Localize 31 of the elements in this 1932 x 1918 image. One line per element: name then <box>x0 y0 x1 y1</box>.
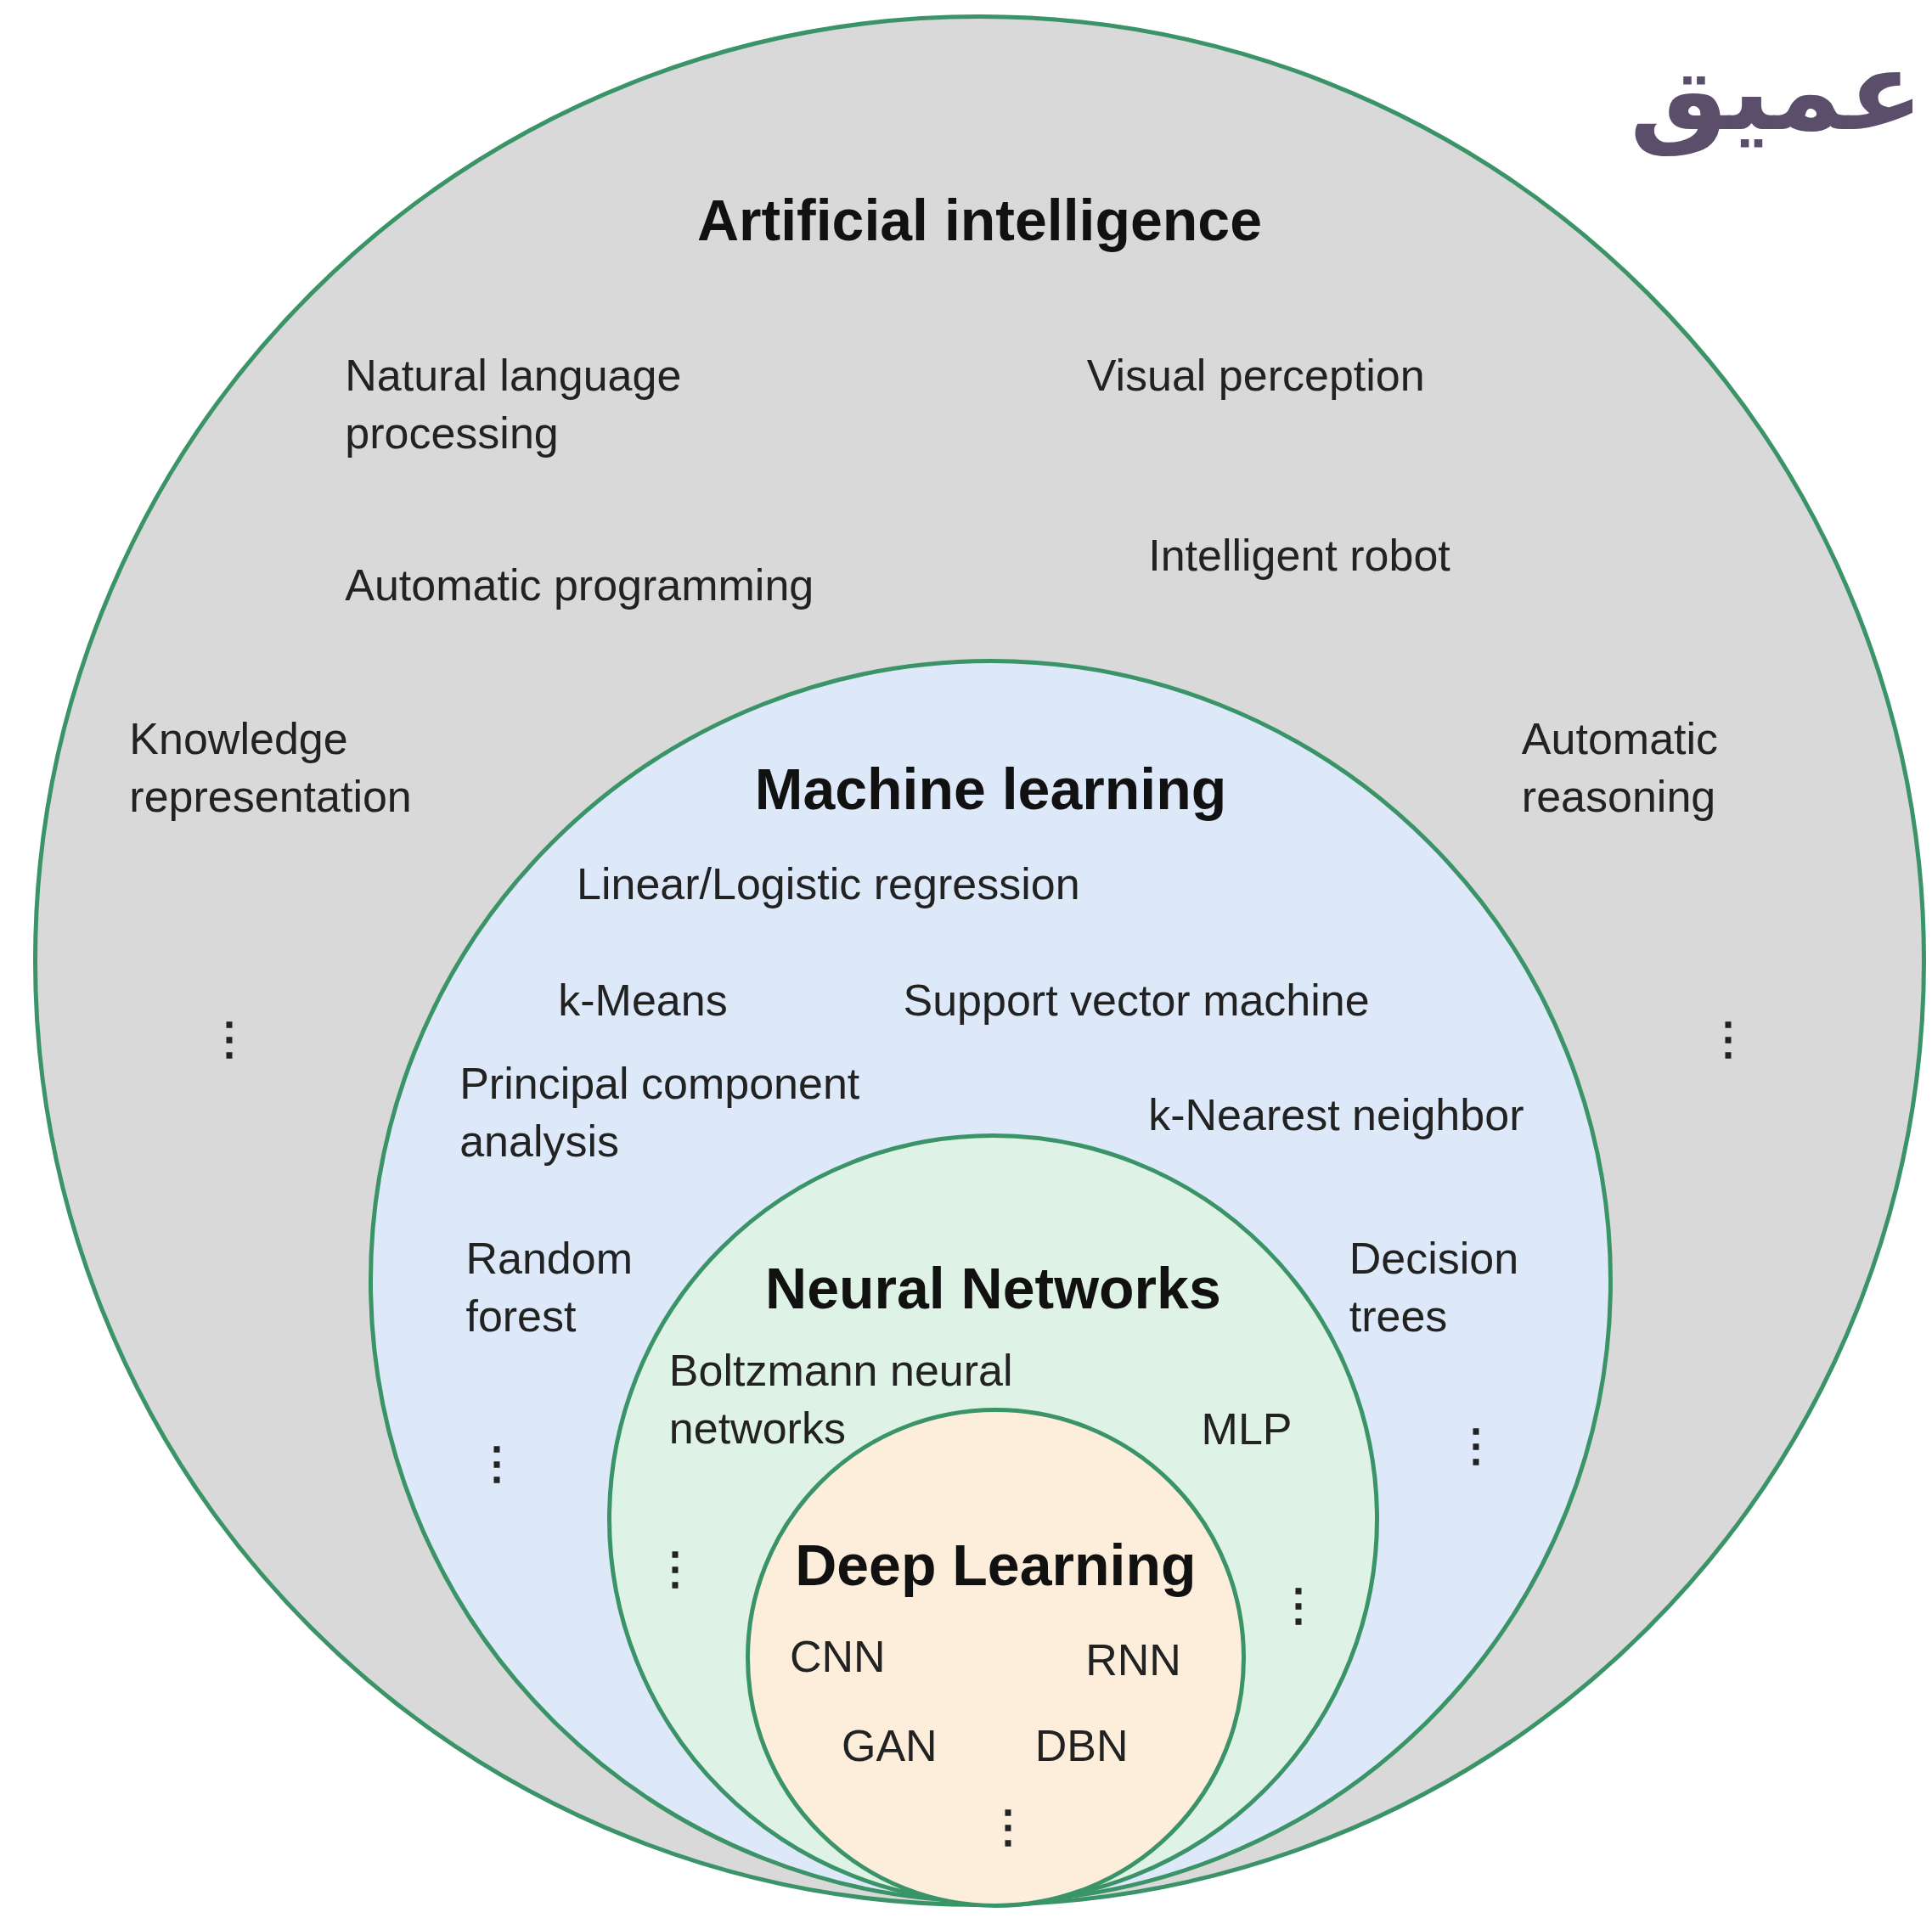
ellipsis-mark: ⋮ <box>474 1437 519 1490</box>
topic-label: Linear/Logistic regression <box>577 858 1080 911</box>
ellipsis-mark: ⋮ <box>652 1542 697 1595</box>
topic-label: Intelligent robot <box>1148 529 1450 582</box>
topic-label: GAN <box>841 1719 938 1772</box>
topic-label: Decision trees <box>1349 1233 1520 1343</box>
ellipsis-mark: ⋮ <box>206 1012 251 1065</box>
topic-label: RNN <box>1085 1634 1181 1687</box>
topic-label: Automatic programming <box>345 559 814 611</box>
topic-label: k-Nearest neighbor <box>1148 1088 1524 1141</box>
topic-label: DBN <box>1034 1719 1129 1772</box>
topic-label: Natural language processing <box>345 350 683 459</box>
circle-title: Artificial intelligence <box>696 186 1262 253</box>
heading-text: عميق <box>1629 25 1924 157</box>
topic-label: Support vector machine <box>903 974 1370 1026</box>
topic-label: MLP <box>1201 1403 1293 1455</box>
circle-title: Deep Learning <box>795 1532 1197 1599</box>
circle-title: Machine learning <box>754 756 1227 823</box>
topic-label: k-Means <box>558 974 728 1026</box>
ellipsis-mark: ⋮ <box>1454 1419 1499 1471</box>
ellipsis-mark: ⋮ <box>1276 1579 1321 1632</box>
topic-label: Visual perception <box>1086 350 1425 402</box>
topic-label: Knowledge representation <box>129 713 413 823</box>
circle-title: Neural Networks <box>765 1254 1221 1321</box>
ellipsis-mark: ⋮ <box>1706 1012 1751 1065</box>
ellipsis-mark: ⋮ <box>985 1801 1030 1853</box>
topic-label: Principal component analysis <box>459 1058 861 1167</box>
topic-label: Boltzmann neural networks <box>668 1345 1014 1455</box>
topic-label: Random forest <box>465 1233 634 1343</box>
topic-label: Automatic reasoning <box>1521 713 1720 823</box>
topic-label: CNN <box>790 1631 886 1684</box>
